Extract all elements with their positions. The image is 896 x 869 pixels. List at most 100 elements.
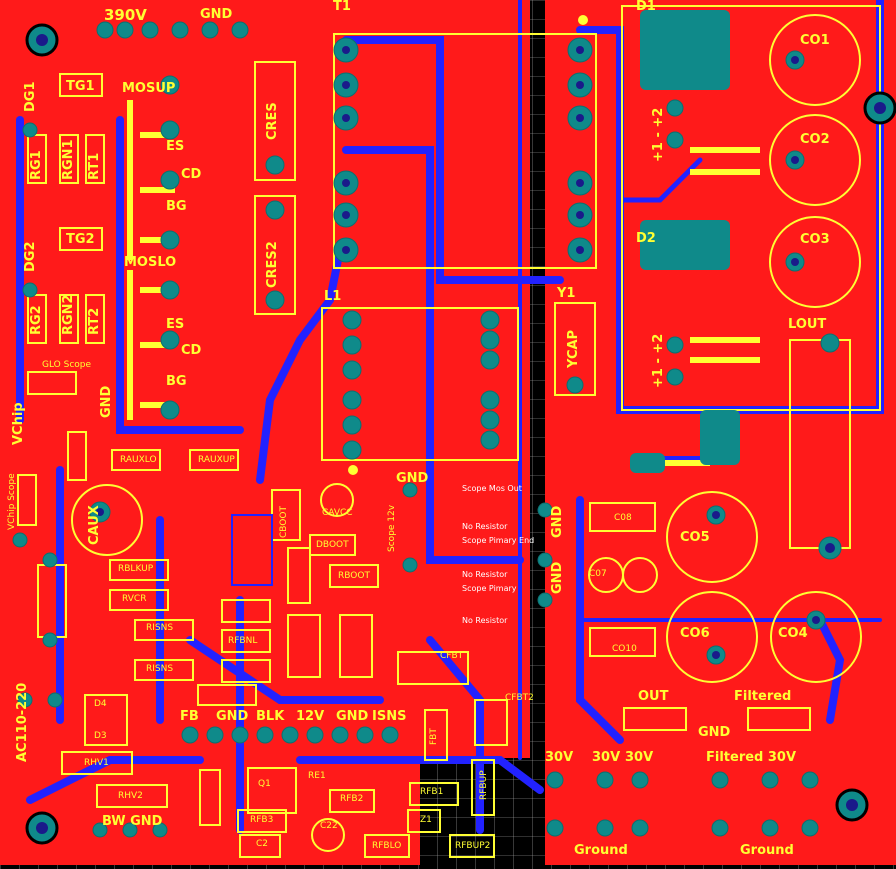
label-lout: LOUT [788,317,827,332]
label-bw-gnd: BW GND [102,814,163,829]
label-30v-a: 30V [545,750,574,765]
label-cres: CRES [265,102,280,140]
drills [96,46,835,659]
label-co1: CO1 [800,33,830,48]
label-d3: D3 [94,731,107,741]
label-t1: T1 [333,0,351,14]
label-tg1: TG1 [66,79,95,94]
label-es2: ES [166,317,185,332]
label-no-resistor-1: No Resistor [462,522,508,531]
label-gnd-out: GND [698,725,731,740]
label-ycap: YCAP [566,329,581,368]
label-rt1: RT1 [87,152,102,180]
label-scope-mos-out: Scope Mos Out [462,484,522,493]
pad-arrays [630,10,740,473]
label-vchip: VChip [11,402,26,445]
label-c2: C2 [256,839,269,849]
label-glo-scope: GLO Scope [42,360,92,370]
label-raux-lo: RAUXLO [120,455,157,465]
label-ground-1: Ground [574,843,628,858]
label-ac: AC110-220 [15,682,30,762]
label-d1: D1 [636,0,656,14]
label-p12a: +1 - +2 [651,107,666,162]
label-cfbt: CFBT [440,651,464,661]
label-co6: CO6 [680,626,710,641]
label-rfb1: RFB1 [420,787,444,797]
label-rvcr: RVCR [122,594,147,604]
label-co3: CO3 [800,232,830,247]
label-rt2: RT2 [87,307,102,335]
label-co8: C08 [614,513,632,523]
label-rfblo: RFBLO [372,841,402,851]
label-rgn2: RGN2 [61,294,76,335]
label-gnd-h1: GND [216,709,249,724]
label-risns-2: RISNS [146,664,174,674]
label-rgn1: RGN1 [61,139,76,180]
label-caux: CAUX [87,505,102,545]
label-fb: FB [180,709,199,724]
label-co7: C07 [589,569,607,579]
label-co10: CO10 [612,644,637,654]
label-fbt: FBT [429,728,439,745]
label-p12b: +1 - +2 [651,333,666,388]
label-gnd-scope: GND [396,471,429,486]
label-bg2: BG [166,374,187,389]
label-z1: Z1 [420,815,432,825]
label-filtered-top: Filtered [734,689,792,704]
label-q1: Q1 [258,779,271,789]
label-30v-c: 30V [625,750,654,765]
label-c22: C22 [320,821,338,831]
label-d4: D4 [94,699,107,709]
label-rg1: RG1 [29,150,44,180]
label-30v-b: 30V [592,750,621,765]
label-scope-pimary: Scope Pimary [462,584,517,593]
label-co4: CO4 [778,626,808,641]
label-co2: CO2 [800,132,830,147]
label-rboot: RBOOT [338,571,370,581]
label-gnd-r1: GND [550,505,565,538]
label-ground-2: Ground [740,843,794,858]
label-tg2: TG2 [66,232,95,247]
label-gnd-h2: GND [336,709,369,724]
label-filtered-30v: Filtered 30V [706,750,797,765]
label-gnd-r2: GND [550,561,565,594]
label-bg1: BG [166,199,187,214]
label-out: OUT [638,689,669,704]
label-no-resistor-2: No Resistor [462,570,508,579]
label-gnd-top: GND [200,7,233,22]
label-re1: RE1 [308,771,326,781]
label-dg1: DG1 [23,81,38,112]
label-12v: 12V [296,709,325,724]
label-es1: ES [166,139,185,154]
label-raux-up: RAUXUP [198,455,235,465]
label-y1: Y1 [557,286,576,301]
label-scope-12v: Scope 12v [387,504,397,552]
label-gnd-mid: GND [99,385,114,418]
pads [12,21,842,838]
label-dboot: DBOOT [316,540,349,550]
label-d2: D2 [636,231,656,246]
label-rfbnl: RFBNL [228,636,258,646]
label-rblkup: RBLKUP [118,564,154,574]
label-mosup: MOSUP [122,81,176,96]
controller-ic [231,15,588,586]
label-rfb3: RFB3 [250,815,274,825]
label-vchip-scope: VChip Scope [7,473,17,530]
label-cfbt2: CFBT2 [505,693,534,703]
label-cd2: CD [181,343,202,358]
label-dg2: DG2 [23,241,38,272]
label-scope-pimary-end: Scope Pimary End [462,536,535,545]
label-rhv2: RHV2 [118,791,143,801]
label-no-resistor-3: No Resistor [462,616,508,625]
label-cboot: CBOOT [279,506,289,538]
label-l1: L1 [324,289,342,304]
label-moslo: MOSLO [124,255,177,270]
label-rg2: RG2 [29,305,44,335]
label-co5: CO5 [680,530,710,545]
label-cres2: CRES2 [265,241,280,288]
label-390v: 390V [104,6,147,24]
label-blk: BLK [256,709,285,724]
bottom-copper-traces [16,0,884,834]
label-rfbup2: RFBUP2 [455,841,491,851]
label-isns: ISNS [372,709,407,724]
